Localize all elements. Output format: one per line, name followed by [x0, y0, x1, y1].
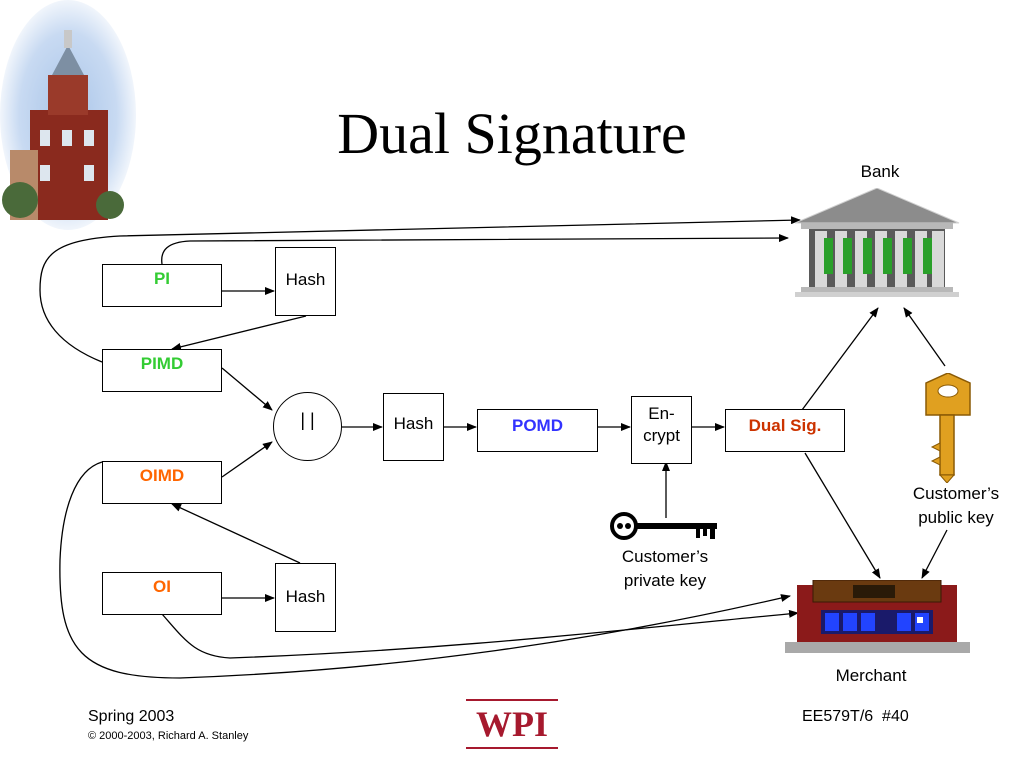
private-key-icon	[610, 512, 717, 540]
campus-building-image	[0, 0, 136, 230]
slide-title: Dual Signature	[337, 101, 687, 166]
public-key-icon	[925, 373, 971, 483]
arrow-pimd-bank	[39, 216, 801, 363]
arrow-hash-oimd	[171, 503, 301, 564]
pi-label: PI	[153, 269, 171, 289]
arrow-oi-merchant	[161, 609, 799, 659]
wpi-logo: WPI	[466, 699, 558, 749]
arrow-dualsig-bank	[801, 307, 879, 411]
arrow-pimd-concat	[221, 367, 273, 411]
private-key-label: Customer’s private key	[600, 545, 730, 593]
arrow-dualsig-merchant	[804, 452, 881, 579]
hash-bottom-label: Hash	[285, 587, 326, 607]
pomd-box: POMD	[477, 409, 598, 452]
public-key-label: Customer’s public key	[895, 482, 1017, 530]
hash-middle-label: Hash	[393, 413, 434, 433]
pi-box: PI	[102, 264, 222, 307]
footer-copyright: © 2000-2003, Richard A. Stanley	[88, 730, 249, 742]
oimd-box: OIMD	[102, 461, 222, 504]
footer-course: EE579T/6 #40	[802, 708, 909, 725]
private-key-label-line2: private key	[623, 570, 707, 590]
pimd-box: PIMD	[102, 349, 222, 392]
encrypt-label-line1: En-	[648, 403, 675, 423]
arrow-pubkey-merchant	[921, 529, 948, 579]
bank-label: Bank	[860, 162, 900, 181]
arrow-hash-pimd	[171, 315, 307, 351]
oi-box: OI	[102, 572, 222, 615]
merchant-storefront-icon	[785, 580, 970, 653]
private-key-label-line1: Customer’s	[621, 547, 709, 566]
arrow-oimd-concat	[221, 441, 273, 478]
dual-signature-box: Dual Sig.	[725, 409, 845, 452]
public-key-label-line1: Customer’s	[912, 484, 1000, 503]
merchant-label: Merchant	[835, 666, 907, 685]
concatenation-node: | |	[273, 392, 342, 461]
encrypt-box: En- crypt	[631, 396, 692, 464]
footer-term: Spring 2003	[88, 708, 175, 725]
hash-box-middle: Hash	[383, 393, 444, 461]
arrow-oimd-merchant	[59, 461, 791, 679]
bank-icon	[795, 188, 960, 297]
concat-label: | |	[300, 409, 315, 430]
pimd-label: PIMD	[140, 354, 184, 374]
public-key-label-line2: public key	[918, 507, 994, 527]
hash-box-bottom: Hash	[275, 563, 336, 632]
arrow-pubkey-bank	[903, 307, 946, 367]
wpi-logo-text: WPI	[476, 704, 548, 744]
encrypt-label-line2: crypt	[643, 426, 680, 445]
oimd-label: OIMD	[139, 466, 185, 486]
arrow-pi-bank	[161, 234, 789, 265]
pomd-label: POMD	[512, 416, 563, 436]
oi-label: OI	[153, 577, 171, 597]
hash-box-top: Hash	[275, 247, 336, 316]
dual-sig-label: Dual Sig.	[748, 416, 822, 436]
hash-top-label: Hash	[285, 270, 326, 290]
